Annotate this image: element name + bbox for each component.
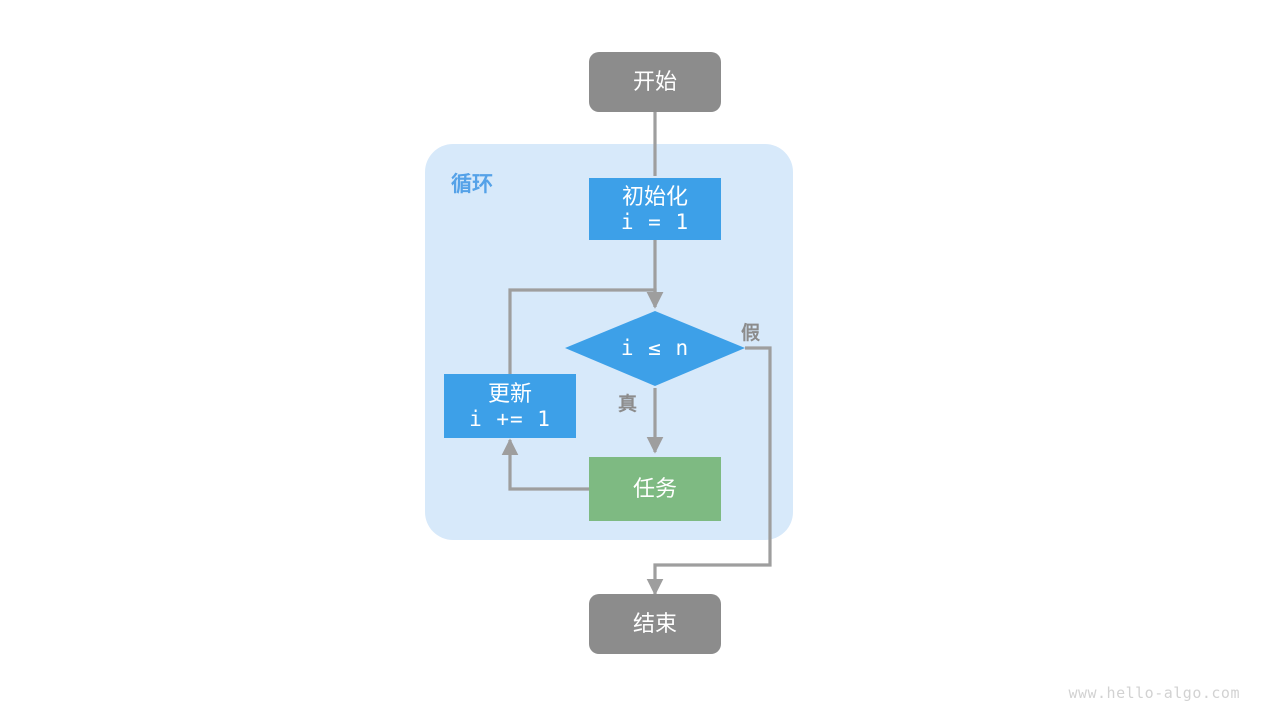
loop-container-caption: 循环 xyxy=(451,173,493,196)
edge-label-false: 假 xyxy=(741,323,761,344)
node-end[interactable] xyxy=(589,594,721,654)
edge-label-true: 真 xyxy=(618,394,638,415)
watermark: www.hello-algo.com xyxy=(1068,684,1240,702)
node-update[interactable] xyxy=(444,374,576,438)
edge-update-to-decision xyxy=(508,288,664,374)
node-init[interactable] xyxy=(589,178,721,240)
node-start[interactable] xyxy=(589,52,721,112)
node-decision[interactable] xyxy=(565,311,745,386)
node-task[interactable] xyxy=(589,457,721,521)
edge-task-to-update xyxy=(501,438,589,491)
edge-decision-false-to-end xyxy=(646,346,772,596)
